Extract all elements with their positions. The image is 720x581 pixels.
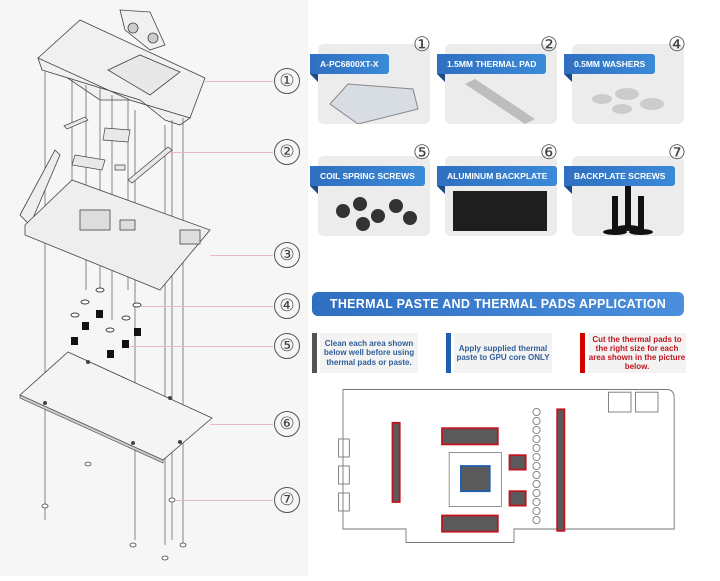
part-card-thermal-pad: 1.5MM THERMAL PAD	[437, 44, 557, 124]
callout-3: ③	[274, 242, 300, 268]
callout-leader-7	[175, 500, 273, 501]
backplate-icon	[453, 191, 547, 231]
part-card-coil-spring-screws: COIL SPRING SCREWS	[310, 156, 430, 236]
thermal-pads-drawing	[63, 116, 173, 184]
callout-4: ④	[274, 293, 300, 319]
part-number: ⑦	[668, 142, 686, 164]
note-pads: Cut the thermal pads to the right size f…	[588, 333, 686, 373]
exploded-view-panel: ① ② ③ ④ ⑤ ⑥ ⑦	[0, 0, 308, 576]
exploded-view-drawing	[19, 9, 213, 561]
backplate-screws-icon	[603, 186, 653, 235]
part-label: A-PC6800XT-X	[310, 54, 389, 82]
callout-leader-1	[205, 81, 273, 82]
callout-6: ⑥	[274, 411, 300, 437]
part-number: ②	[540, 34, 558, 56]
backplate-drawing	[19, 351, 213, 464]
note-bar-pads	[580, 333, 585, 373]
callout-5: ⑤	[274, 333, 300, 359]
pcb-components	[338, 391, 659, 525]
callout-leader-3	[210, 255, 273, 256]
washers-icon	[592, 88, 664, 114]
part-card-backplate-screws: BACKPLATE SCREWS	[564, 156, 684, 236]
callout-leader-5	[130, 346, 273, 347]
application-title: THERMAL PASTE AND THERMAL PADS APPLICATI…	[312, 292, 684, 316]
callout-leader-6	[210, 424, 273, 425]
gpu-core-paste-area	[460, 465, 491, 493]
part-number: ⑥	[540, 142, 558, 164]
part-label: 1.5MM THERMAL PAD	[437, 54, 547, 82]
part-label: COIL SPRING SCREWS	[310, 166, 425, 194]
guide-lines	[44, 72, 184, 545]
washers-and-screws-drawing	[70, 287, 142, 358]
part-card-washers: 0.5MM WASHERS	[564, 44, 684, 124]
thermal-pad-area-top	[441, 427, 499, 446]
note-paste: Apply supplied thermal paste to GPU core…	[454, 333, 552, 373]
part-number: ④	[668, 34, 686, 56]
pcb-application-diagram	[338, 389, 675, 543]
callout-7: ⑦	[274, 487, 300, 513]
part-number: ①	[413, 34, 431, 56]
pcb-drawing	[19, 149, 211, 291]
part-card-backplate: ALUMINUM BACKPLATE	[437, 156, 558, 236]
callout-2: ②	[274, 139, 300, 165]
thermal-pad-area-vrm-2	[508, 490, 527, 507]
thermal-pad-area-vrm-1	[508, 454, 527, 471]
thermal-pad-area-bottom	[441, 514, 499, 533]
part-label: ALUMINUM BACKPLATE	[437, 166, 558, 194]
part-label: BACKPLATE SCREWS	[564, 166, 676, 194]
thermal-pad-icon	[465, 79, 535, 124]
thermal-pad-area-left	[391, 421, 401, 503]
water-block-drawing	[37, 9, 206, 126]
part-card-water-block: A-PC6800XT-X	[310, 44, 430, 125]
callout-leader-2	[170, 152, 273, 153]
water-block-icon	[329, 83, 419, 125]
part-number: ⑤	[413, 142, 431, 164]
note-bar-clean	[312, 333, 317, 373]
note-clean: Clean each area shown below well before …	[320, 333, 418, 373]
thermal-pad-area-right	[556, 408, 566, 532]
backplate-screws-drawing	[41, 461, 187, 561]
coil-spring-screws-icon	[336, 197, 417, 231]
callout-leader-4	[140, 306, 273, 307]
callout-1: ①	[274, 68, 300, 94]
note-bar-paste	[446, 333, 451, 373]
part-label: 0.5MM WASHERS	[564, 54, 656, 82]
